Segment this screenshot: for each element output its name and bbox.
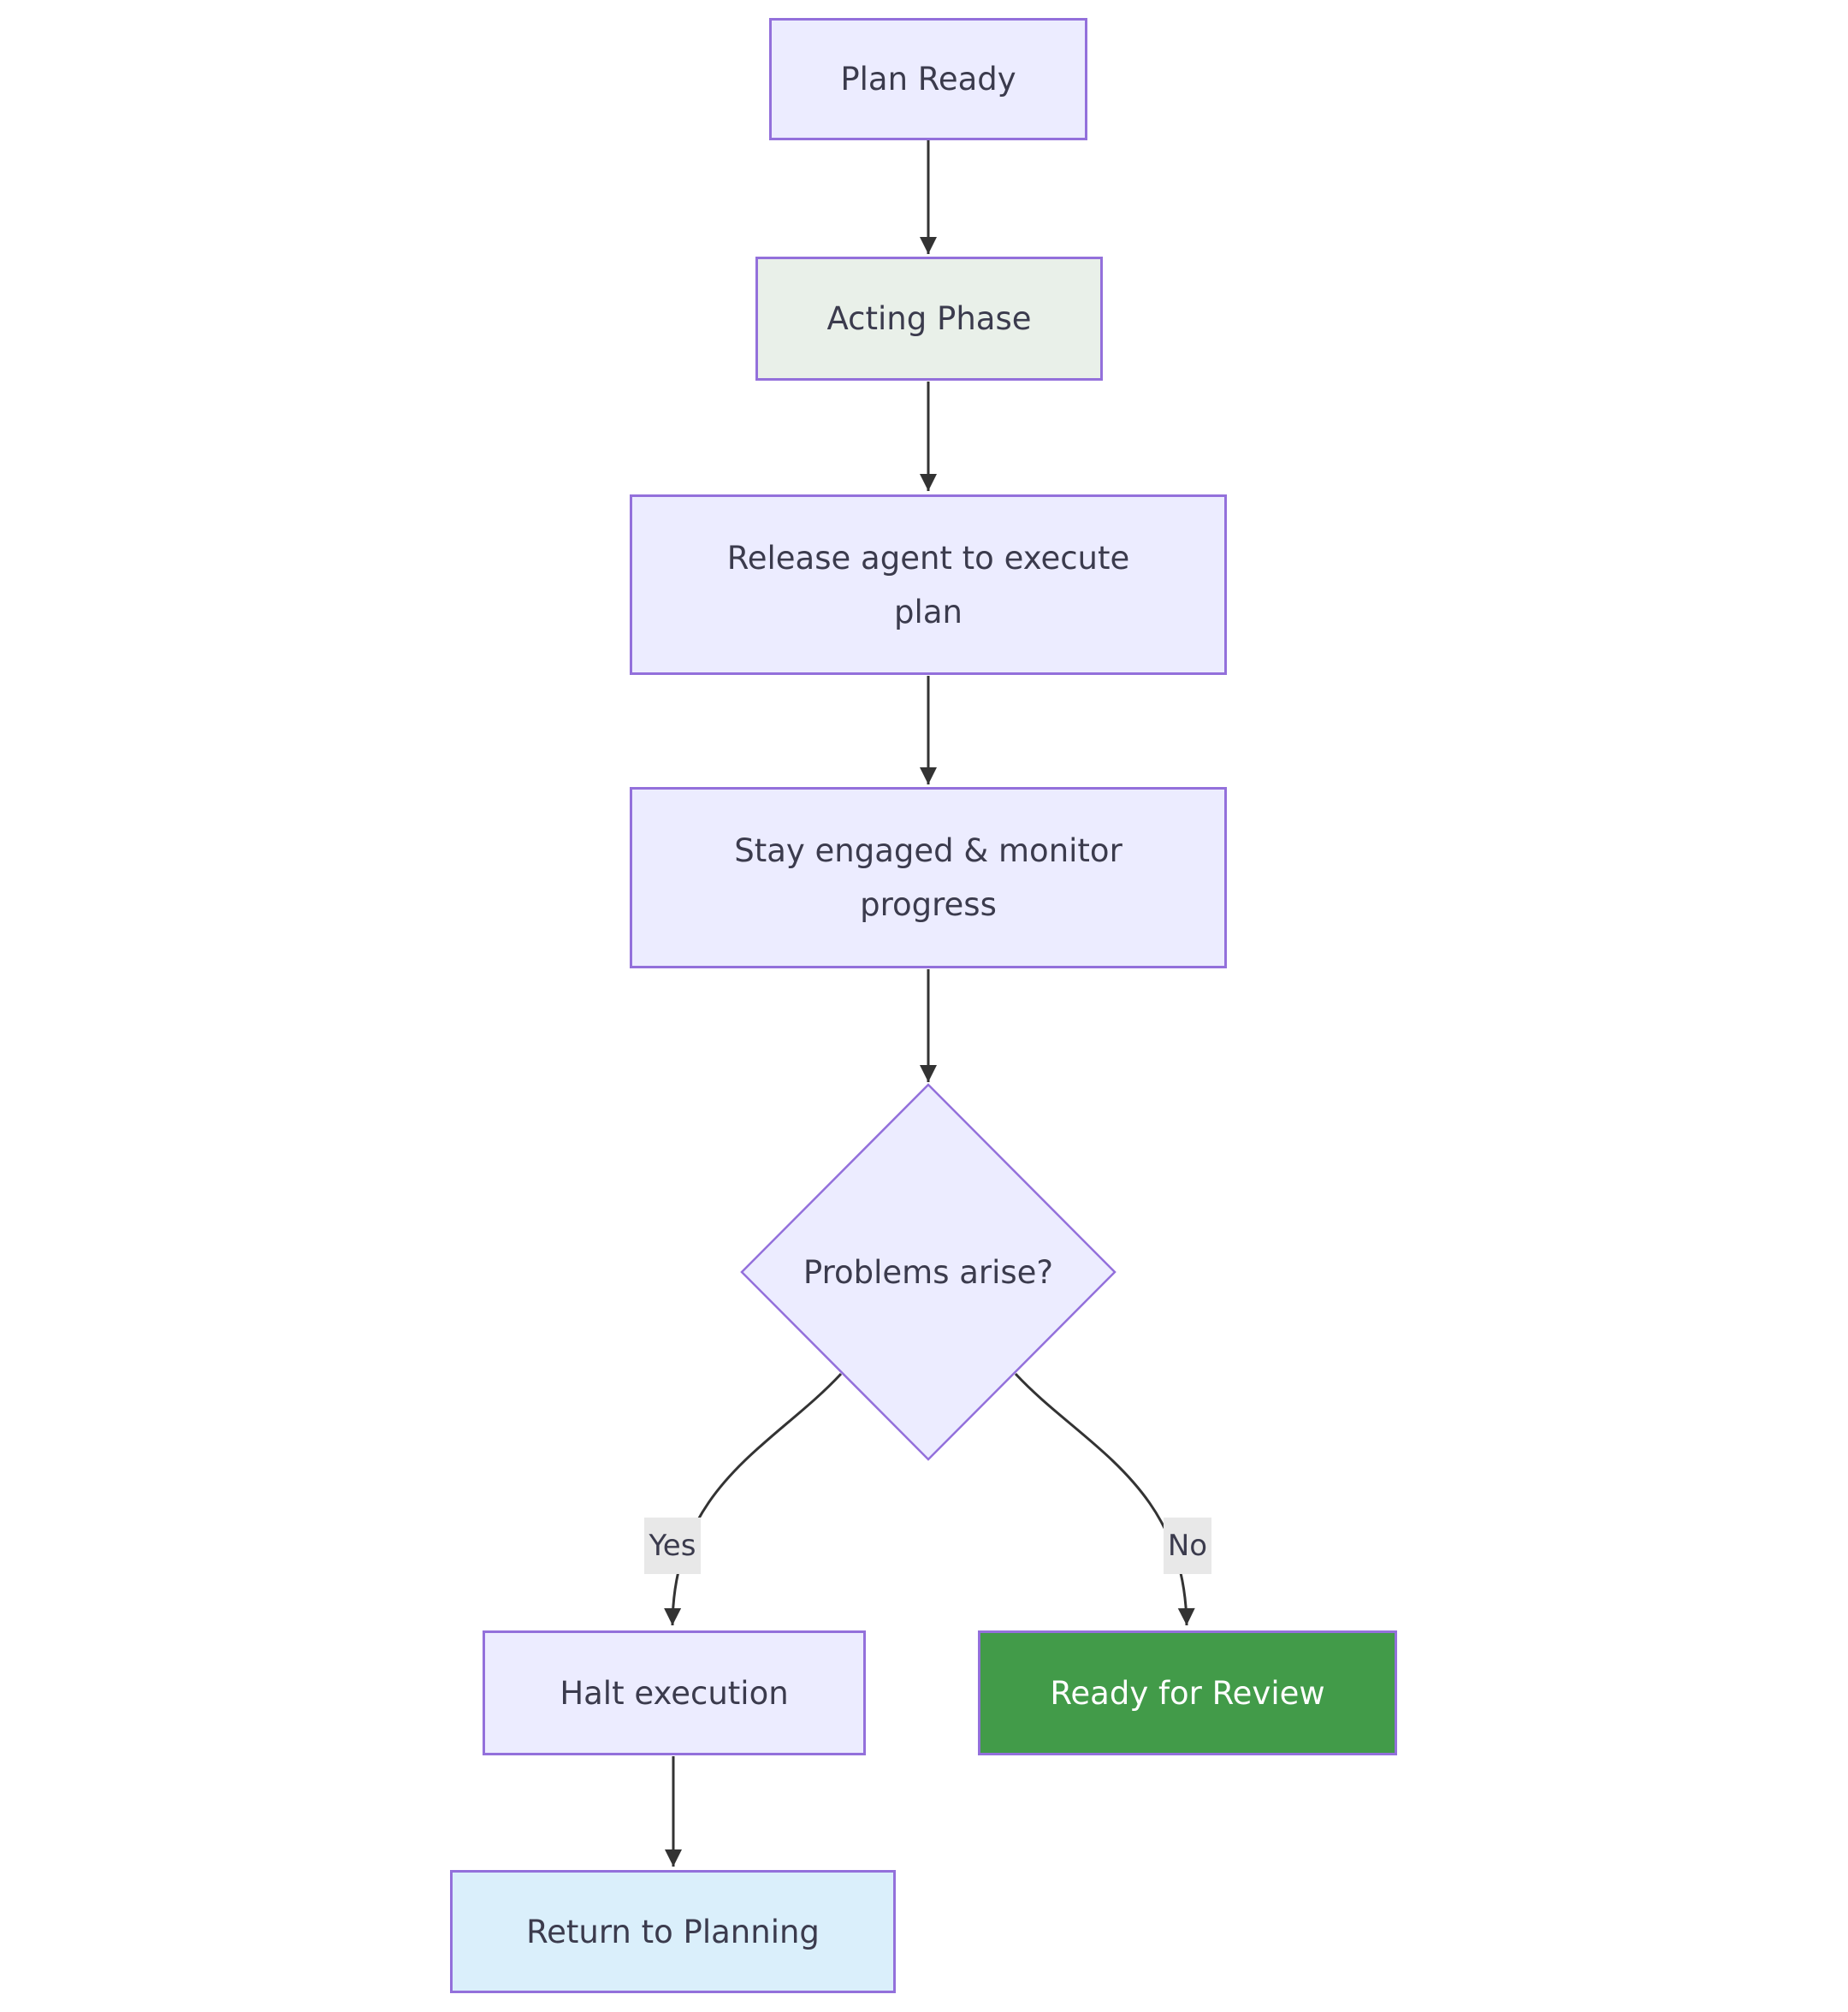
node-acting-phase-label: Acting Phase (826, 300, 1032, 337)
edge-problems-yes-to-halt (664, 1372, 843, 1626)
node-return-to-planning-label: Return to Planning (526, 1913, 820, 1950)
edge-problems-no-to-review (1014, 1372, 1195, 1626)
node-halt-execution: Halt execution (483, 1630, 866, 1755)
node-problems-arise-label: Problems arise? (757, 1238, 1099, 1306)
edge-label-no: No (1164, 1518, 1211, 1574)
node-release-agent-label-line2: plan (894, 593, 962, 630)
edge-label-yes: Yes (644, 1518, 701, 1574)
node-problems-arise-shape (740, 1083, 1116, 1461)
node-plan-ready-label: Plan Ready (840, 61, 1016, 98)
node-ready-for-review: Ready for Review (978, 1630, 1397, 1755)
node-release-agent-label-line1: Release agent to execute (726, 539, 1130, 577)
node-return-to-planning: Return to Planning (450, 1870, 896, 1993)
problems-arise-text: Problems arise? (803, 1253, 1054, 1291)
node-acting-phase: Acting Phase (755, 257, 1103, 381)
no-text: No (1167, 1529, 1208, 1563)
node-stay-engaged-label-line2: progress (860, 886, 997, 923)
node-ready-for-review-label: Ready for Review (1050, 1674, 1325, 1712)
node-plan-ready: Plan Ready (769, 18, 1087, 140)
node-stay-engaged-label-line1: Stay engaged & monitor (734, 832, 1122, 869)
node-release-agent: Release agent to execute plan (630, 494, 1227, 675)
node-halt-execution-label: Halt execution (560, 1674, 789, 1712)
yes-text: Yes (649, 1529, 696, 1563)
node-stay-engaged: Stay engaged & monitor progress (630, 787, 1227, 968)
